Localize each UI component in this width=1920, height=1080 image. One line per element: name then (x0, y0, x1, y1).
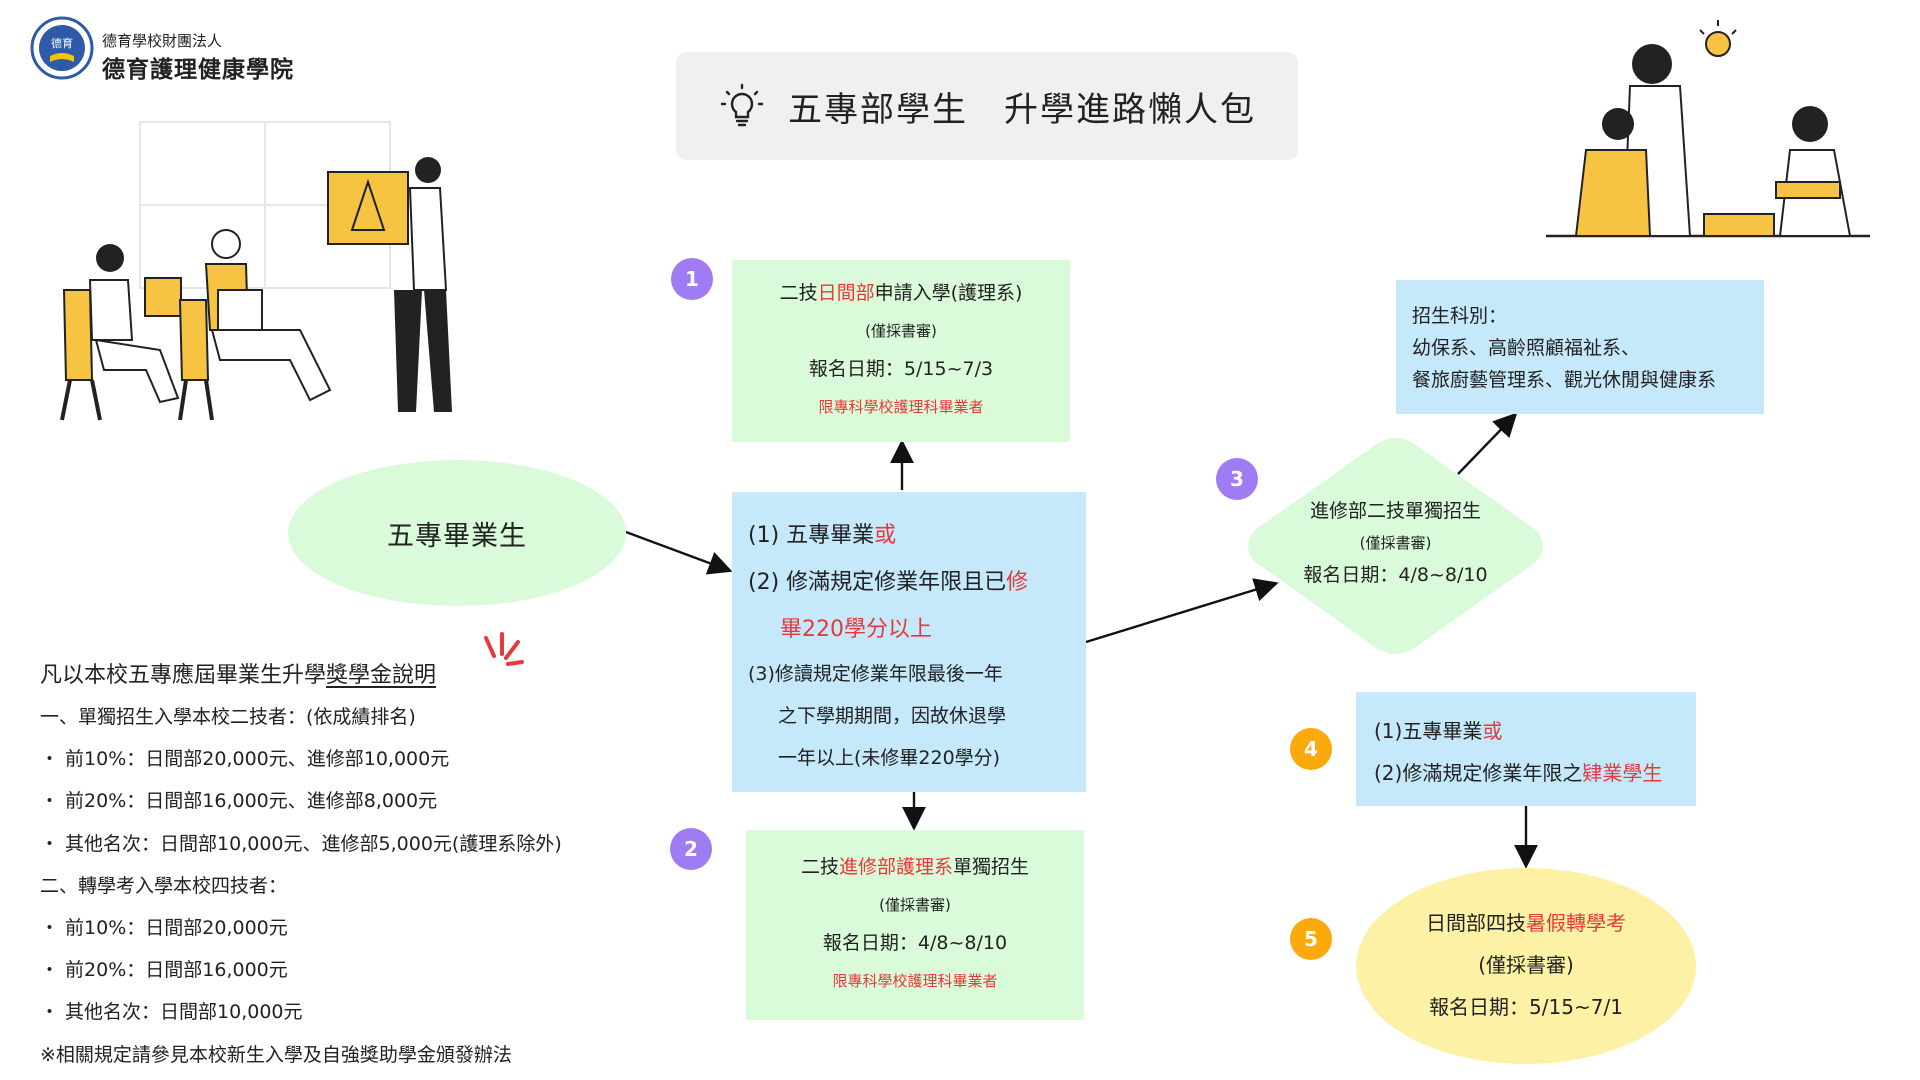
scholarship-footnote: ※相關規定請參見本校新生入學及自強獎助學金頒發辦法 (40, 1043, 512, 1066)
node2-title: 二技進修部護理系單獨招生 (800, 856, 1030, 878)
step-badge-1: 1 (671, 258, 713, 300)
org-line2: 德育護理健康學院 (102, 57, 294, 83)
node1-day-admission: 二技日間部申請入學(護理系) (僅採書審) 報名日期：5/15~7/3 限專科學… (732, 260, 1070, 442)
requirement-line5: 之下學期期間，因故休退學 (778, 705, 1007, 727)
scholarship-section2: 二、轉學考入學本校四技者： (40, 874, 288, 897)
requirement-line6: 一年以上(未修畢220學分) (778, 747, 1001, 769)
scholarship-item: ・ 前20%：日間部16,000元 (40, 959, 288, 982)
step-badge-2: 2 (670, 828, 712, 870)
node1-title: 二技日間部申請入學(護理系) (779, 282, 1023, 304)
node3-dates: 報名日期：4/8~8/10 (1303, 564, 1488, 586)
requirement-line3: 畢220學分以上 (780, 617, 932, 642)
step-badge-5: 5 (1290, 918, 1332, 960)
node5-title: 日間部四技暑假轉學考 (1426, 911, 1626, 935)
node2-evening-nursing: 二技進修部護理系單獨招生 (僅採書審) 報名日期：4/8~8/10 限專科學校護… (746, 830, 1084, 1020)
scholarship-item: ・ 前20%：日間部16,000元、進修部8,000元 (40, 790, 438, 813)
arrow-to-node3 (1085, 578, 1279, 644)
requirement-line4: (3)修讀規定修業年限最後一年 (748, 663, 1003, 685)
requirement-line2: (2) 修滿規定修業年限且已修 (748, 570, 1029, 595)
scholarship-item: ・ 前10%：日間部20,000元、進修部10,000元 (40, 748, 450, 771)
scholarship-item: ・ 其他名次：日間部10,000元 (40, 1001, 303, 1024)
scholarship-section1: 一、單獨招生入學本校二技者：(依成績排名) (40, 706, 416, 728)
arrow-start-to-requirements (625, 530, 733, 575)
requirements-box: (1) 五專畢業或 (2) 修滿規定修業年限且已修 畢220學分以上 (3)修讀… (732, 492, 1086, 792)
node4-transfer-requirements: (1)五專畢業或 (2)修滿規定修業年限之肄業學生 (1356, 692, 1696, 806)
arrow-to-departments (1457, 412, 1518, 475)
departments-line1: 幼保系、高齡照顧福祉系、 (1412, 337, 1641, 359)
node5-review: (僅採書審) (1478, 953, 1574, 977)
node3-diamond (1248, 438, 1543, 654)
node1-dates: 報名日期：5/15~7/3 (808, 358, 994, 380)
page-title-box: 五專部學生 升學進路懶人包 (676, 52, 1298, 160)
node2-review: (僅採書審) (879, 896, 951, 914)
node2-note: 限專科學校護理科畢業者 (832, 972, 998, 990)
scholarship-section: 凡以本校五專應屆畢業生升學獎學金說明 一、單獨招生入學本校二技者：(依成績排名)… (40, 656, 690, 1076)
school-seal-icon: 德育 (30, 16, 94, 80)
node1-note: 限專科學校護理科畢業者 (818, 398, 984, 416)
scholarship-item: ・ 其他名次：日間部10,000元、進修部5,000元(護理系除外) (40, 832, 562, 855)
illustration-study-group (60, 121, 452, 421)
burst-icon (484, 632, 524, 666)
requirement-line1: (1) 五專畢業或 (748, 523, 897, 548)
org-line1: 德育學校財團法人 (102, 32, 223, 50)
node4-line1: (1)五專畢業或 (1374, 719, 1503, 743)
node2-dates: 報名日期：4/8~8/10 (822, 932, 1008, 954)
departments-line2: 餐旅廚藝管理系、觀光休閒與健康系 (1412, 369, 1717, 391)
node1-review: (僅採書審) (865, 322, 937, 340)
seal-text: 德育 (51, 36, 73, 50)
illustration-discussion-group (1546, 20, 1870, 238)
step-badge-4: 4 (1290, 728, 1332, 770)
school-logo: 德育 德育學校財團法人 德育護理健康學院 (30, 16, 330, 86)
node3-text: 進修部二技單獨招生 (僅採書審) 報名日期：4/8~8/10 (1238, 495, 1553, 591)
node5-summer-transfer: 日間部四技暑假轉學考 (僅採書審) 報名日期：5/15~7/1 (1356, 868, 1696, 1064)
start-node: 五專畢業生 (288, 460, 626, 606)
node3-title: 進修部二技單獨招生 (1309, 500, 1481, 522)
step-badge-3: 3 (1216, 458, 1258, 500)
scholarship-heading: 凡以本校五專應屆畢業生升學獎學金說明 (40, 663, 437, 688)
departments-box: 招生科別： 幼保系、高齡照顧福祉系、 餐旅廚藝管理系、觀光休閒與健康系 (1396, 280, 1764, 414)
page-title: 五專部學生 升學進路懶人包 (788, 89, 1256, 130)
node5-dates: 報名日期：5/15~7/1 (1429, 995, 1623, 1019)
node3-review: (僅採書審) (1359, 534, 1432, 552)
lightbulb-icon (720, 83, 764, 127)
departments-heading: 招生科別： (1412, 305, 1508, 327)
node4-line2: (2)修滿規定修業年限之肄業學生 (1374, 761, 1663, 785)
scholarship-item: ・ 前10%：日間部20,000元 (40, 917, 288, 940)
